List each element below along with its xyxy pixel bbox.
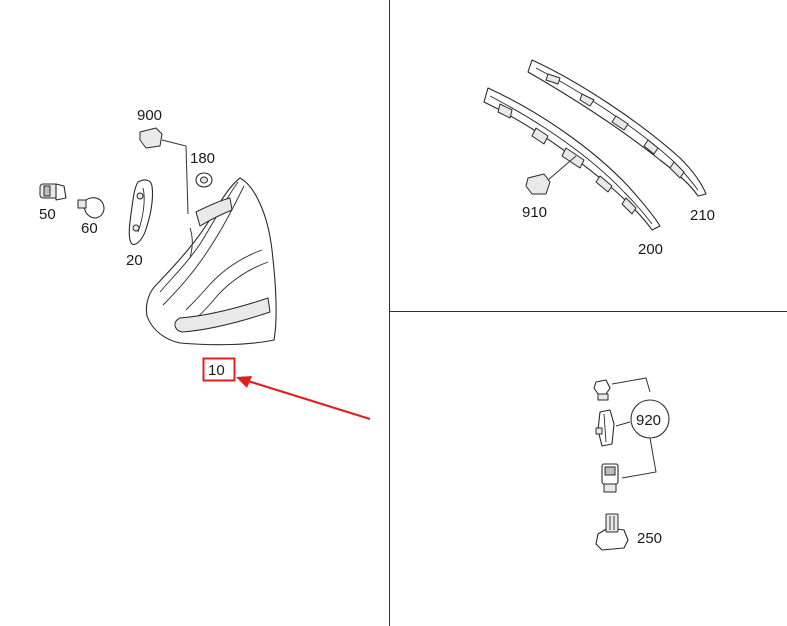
socket-connector[interactable] (601, 463, 619, 493)
callout-180: 180 (190, 150, 215, 167)
clip-910[interactable] (525, 155, 577, 195)
taillight-housing[interactable] (145, 177, 277, 346)
bulb-socket-50[interactable] (39, 183, 67, 201)
callout-900: 900 (137, 107, 162, 124)
nut-180[interactable] (195, 172, 213, 188)
socket-base-250[interactable] (595, 513, 629, 551)
callout-50: 50 (39, 206, 56, 223)
bulb-60[interactable] (77, 197, 105, 219)
socket-cap[interactable] (593, 379, 611, 401)
callout-60: 60 (81, 220, 98, 237)
trunk-light-210[interactable] (527, 59, 707, 197)
socket-wire-holder[interactable] (595, 409, 615, 447)
callout-10[interactable]: 10 (208, 362, 225, 379)
callout-210: 210 (690, 207, 715, 224)
trunk-light-200[interactable] (483, 87, 661, 231)
highlight-box (202, 357, 236, 382)
clip-900[interactable] (139, 127, 189, 215)
callout-910: 910 (522, 204, 547, 221)
callout-20: 20 (126, 252, 143, 269)
callout-250: 250 (637, 530, 662, 547)
callout-200: 200 (638, 241, 663, 258)
callout-920: 920 (636, 412, 661, 429)
highlight-arrow (236, 376, 371, 421)
mounting-bracket-20[interactable] (128, 179, 154, 245)
grouping-bracket-920 (611, 377, 670, 479)
